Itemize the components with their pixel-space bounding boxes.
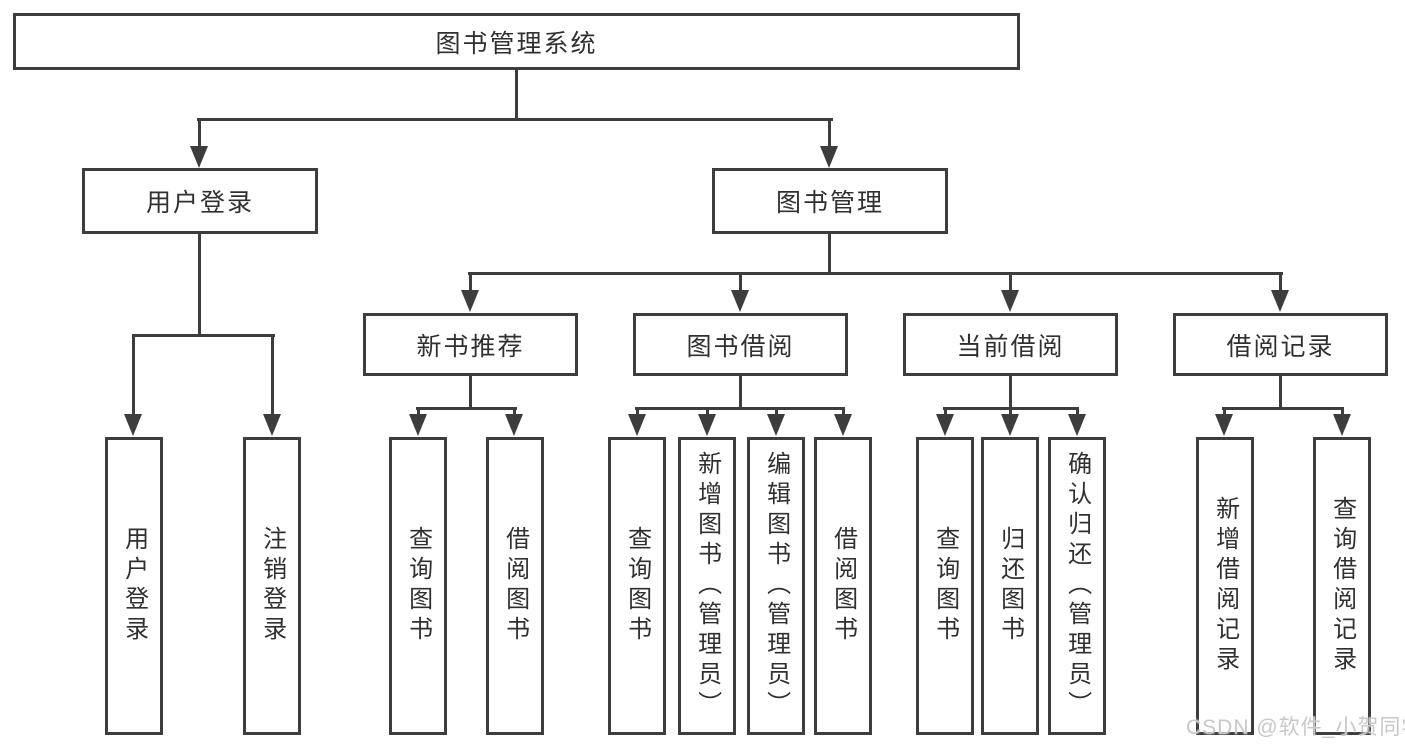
arrow-down-icon [1215,414,1233,436]
arrow-down-icon [1001,414,1019,436]
leaf-query-books-recommend: 查询图书 [389,437,447,735]
leaf-logout-login: 注销登录 [243,437,301,735]
arrow-down-icon [628,414,646,436]
arrow-down-icon [190,146,208,168]
connector-line [515,69,518,120]
arrow-down-icon [409,414,427,436]
connector-line [1009,376,1012,410]
node-new-book-recommend: 新书推荐 [363,313,578,376]
connector-line [417,407,420,416]
connector-line [416,407,517,410]
arrow-down-icon [263,414,281,436]
leaf-return-books: 归还图书 [981,437,1039,735]
connector-line [1223,407,1226,416]
connector-line [198,234,201,337]
node-root: 图书管理系统 [13,13,1020,70]
connector-line [1009,407,1012,416]
node-book-borrowing: 图书借阅 [633,313,848,376]
arrow-down-icon [1333,414,1351,436]
leaf-edit-books-admin: 编辑图书（管理员） [747,437,805,735]
connector-line [842,407,845,416]
connector-line [271,334,274,414]
node-borrowing-records: 借阅记录 [1173,313,1388,376]
leaf-confirm-return-admin: 确认归还（管理员） [1048,437,1106,735]
arrow-down-icon [698,414,716,436]
arrow-down-icon [731,290,749,312]
connector-line [739,272,742,292]
connector-line [828,234,831,275]
leaf-borrow-books-recommend: 借阅图书 [486,437,544,735]
arrow-down-icon [834,414,852,436]
arrow-down-icon [1068,414,1086,436]
leaf-borrow-books-borrowing: 借阅图书 [814,437,872,735]
connector-line [1009,272,1012,292]
csdn-watermark: CSDN @软件_小贺同学 [1186,716,1405,739]
arrow-down-icon [767,414,785,436]
leaf-query-books-current: 查询图书 [916,437,974,735]
connector-line [944,407,947,416]
connector-line [513,407,516,416]
leaf-add-borrow-record: 新增借阅记录 [1196,437,1254,735]
connector-line [468,272,1283,275]
connector-line [197,118,833,121]
arrow-down-icon [936,414,954,436]
connector-line [1341,407,1344,416]
leaf-user-login: 用户登录 [105,437,163,735]
connector-line [198,118,201,148]
connector-line [469,376,472,410]
node-user-login: 用户登录 [82,168,318,234]
connector-line [635,407,845,410]
connector-line [828,118,831,148]
node-book-management: 图书管理 [712,168,948,234]
arrow-down-icon [505,414,523,436]
connector-line [706,407,709,416]
connector-line [1279,272,1282,292]
connector-line [132,334,275,337]
connector-line [469,272,472,292]
connector-line [636,407,639,416]
connector-line [132,334,135,414]
connector-line [739,376,742,410]
arrow-down-icon [1001,290,1019,312]
connector-line [1279,376,1282,410]
leaf-query-books-borrowing: 查询图书 [608,437,666,735]
arrow-down-icon [1271,290,1289,312]
connector-line [1076,407,1079,416]
connector-line [775,407,778,416]
leaf-query-borrow-record: 查询借阅记录 [1313,437,1371,735]
node-current-borrowing: 当前借阅 [903,313,1118,376]
arrow-down-icon [124,414,142,436]
leaf-add-books-admin: 新增图书（管理员） [678,437,736,735]
connector-line [1222,407,1344,410]
arrow-down-icon [820,146,838,168]
arrow-down-icon [461,290,479,312]
